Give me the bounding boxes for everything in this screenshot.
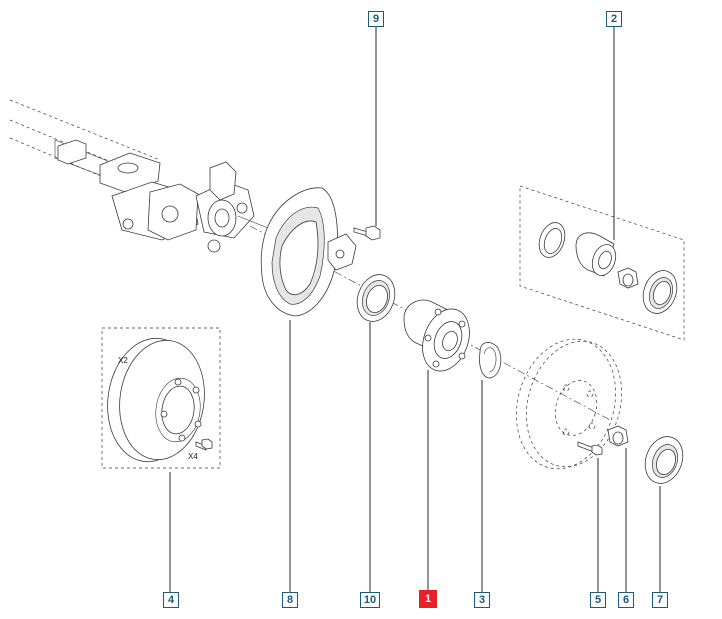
bearing-kit-drawing[interactable] — [519, 185, 685, 341]
circlip-drawing[interactable] — [479, 342, 502, 379]
brake-disc-kit-drawing[interactable] — [100, 327, 221, 469]
dust-shield-drawing[interactable] — [260, 187, 357, 317]
disc-quantity-label: X2 — [118, 356, 128, 365]
leader-lines — [169, 26, 661, 592]
callout-8[interactable]: 8 — [282, 592, 298, 608]
callout-7[interactable]: 7 — [652, 592, 668, 608]
wheel-hub-drawing[interactable] — [403, 299, 478, 378]
brake-disc-outline-drawing — [516, 338, 622, 470]
callout-4[interactable]: 4 — [163, 592, 179, 608]
callout-3[interactable]: 3 — [474, 592, 490, 608]
bolt-quantity-label: X4 — [188, 452, 198, 461]
seal-ring-drawing[interactable] — [351, 269, 401, 326]
hub-cap-drawing[interactable] — [639, 431, 689, 488]
disc-screw-drawing[interactable] — [577, 441, 603, 456]
axle-beam-drawing — [9, 99, 269, 253]
callout-9[interactable]: 9 — [368, 11, 384, 27]
callout-10[interactable]: 10 — [360, 592, 380, 608]
callout-2[interactable]: 2 — [606, 11, 622, 27]
mounting-bolt-drawing[interactable] — [353, 225, 381, 241]
callout-6[interactable]: 6 — [618, 592, 634, 608]
callout-1[interactable]: 1 — [419, 590, 437, 608]
hub-nut-drawing[interactable] — [607, 425, 629, 447]
callout-5[interactable]: 5 — [590, 592, 606, 608]
